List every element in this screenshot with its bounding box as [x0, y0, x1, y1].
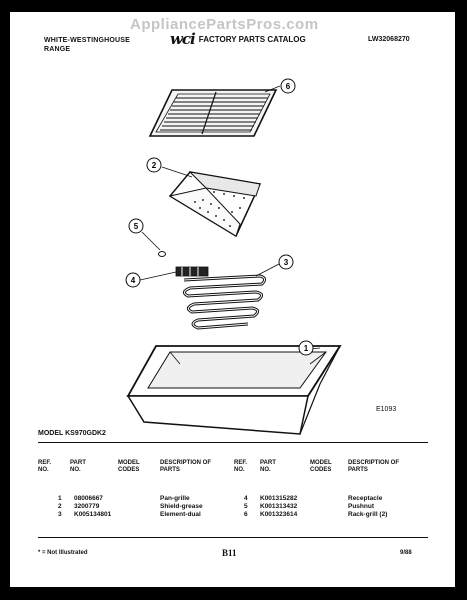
left-row-1-ref: 1 — [58, 495, 62, 502]
catalog-date: 9/88 — [400, 550, 412, 556]
shield-grease-part — [168, 171, 262, 238]
table-top-rule — [38, 442, 428, 443]
catalog-title: FACTORY PARTS CATALOG — [198, 34, 306, 44]
callout-3: 3 — [255, 254, 294, 277]
callout-4: 4 — [125, 271, 177, 288]
parts-catalog-page: AppliancePartsPros.com WHITE-WESTINGHOUS… — [10, 12, 455, 587]
callout-4-label: 4 — [131, 276, 136, 285]
right-row-3-ref: 6 — [244, 511, 248, 518]
callout-2-label: 2 — [152, 161, 157, 170]
header-part-no-right: PART NO. — [260, 460, 276, 473]
right-row-2-ref: 5 — [244, 503, 248, 510]
right-row-2-part: K001313432 — [260, 503, 298, 510]
catalog-header: wci FACTORY PARTS CATALOG — [170, 30, 306, 48]
right-row-2-desc: Pushnut — [348, 503, 374, 510]
table-bottom-rule — [38, 537, 428, 538]
footnote: * = Not Illustrated — [38, 550, 88, 556]
left-row-2-ref: 2 — [58, 503, 62, 510]
product-type: RANGE — [44, 46, 71, 53]
left-row-3-ref: 3 — [58, 511, 62, 518]
header-description-left: DESCRIPTION OF PARTS — [160, 460, 212, 473]
model-number: MODEL KS970GDK2 — [38, 430, 106, 437]
left-row-3-desc: Element-dual — [160, 511, 201, 518]
right-row-3-part: K001323614 — [260, 511, 298, 518]
header-model-codes-right: MODEL CODES — [310, 460, 332, 473]
pan-grille-part — [126, 345, 342, 435]
right-row-1-part: K001315282 — [260, 495, 298, 502]
callout-3-label: 3 — [284, 258, 289, 267]
wci-logo: wci — [170, 30, 196, 48]
header-ref-no-right: REF. NO. — [234, 460, 248, 473]
pushnut-part — [158, 251, 166, 257]
callout-1: 1 — [298, 340, 321, 356]
callout-6-label: 6 — [286, 82, 291, 91]
left-row-1-desc: Pan-grille — [160, 495, 190, 502]
header-description-right: DESCRIPTION OF PARTS — [348, 460, 400, 473]
header-ref-no-left: REF. NO. — [38, 460, 52, 473]
document-code: LW32068270 — [368, 36, 410, 43]
left-row-3-part: K005134801 — [74, 511, 112, 518]
watermark: AppliancePartsPros.com — [130, 16, 319, 33]
left-row-1-part: 08006667 — [74, 495, 103, 502]
page-number: B11 — [222, 548, 237, 558]
right-row-1-ref: 4 — [244, 495, 248, 502]
element-dual-part — [183, 274, 267, 330]
left-row-2-desc: Shield-grease — [160, 503, 203, 510]
right-row-1-desc: Receptacle — [348, 495, 383, 502]
exploded-parts-diagram: 6 2 5 3 4 1 — [125, 78, 342, 435]
header-model-codes-left: MODEL CODES — [118, 460, 140, 473]
callout-6: 6 — [264, 78, 296, 94]
figure-id: E1093 — [376, 406, 397, 413]
callout-2: 2 — [146, 157, 193, 178]
header-part-no-left: PART NO. — [70, 460, 86, 473]
callout-1-label: 1 — [304, 344, 309, 353]
brand-header: WHITE-WESTINGHOUSE RANGE — [44, 36, 130, 54]
left-row-2-part: 3200779 — [74, 503, 100, 510]
rack-grill-part — [148, 89, 278, 137]
receptacle-part — [175, 266, 209, 277]
callout-5: 5 — [128, 218, 161, 251]
callout-5-label: 5 — [134, 222, 139, 231]
brand-name: WHITE-WESTINGHOUSE — [44, 37, 131, 44]
right-row-3-desc: Rack-grill (2) — [348, 511, 388, 518]
